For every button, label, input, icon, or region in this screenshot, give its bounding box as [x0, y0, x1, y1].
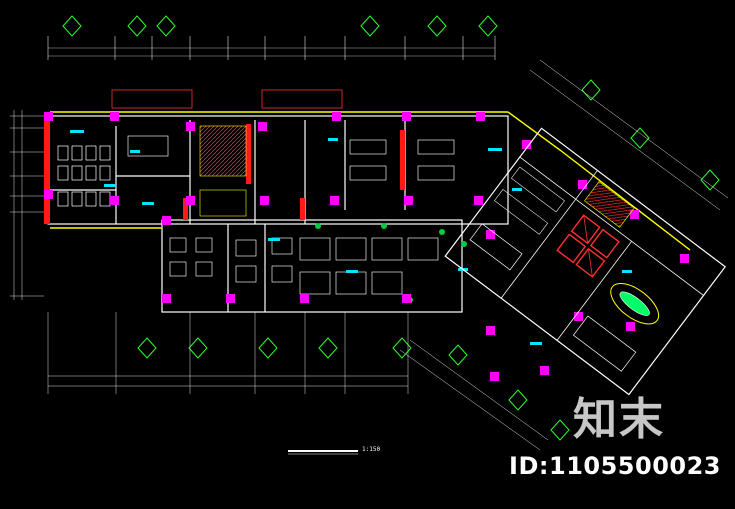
- right-wing: [444, 127, 727, 396]
- elevator-lobby: [199, 189, 247, 217]
- scale-bar: [288, 450, 358, 455]
- stairwell: [199, 125, 247, 177]
- plants: [315, 223, 467, 303]
- columns: [44, 112, 689, 381]
- left-axis: [10, 110, 44, 300]
- top-axis-markers: [62, 15, 498, 37]
- meeting-room-furniture: [57, 145, 111, 207]
- watermark-id: ID:1105500023: [509, 452, 721, 480]
- scale-label: 1:150: [362, 446, 381, 453]
- bottom-axis-lines: [47, 312, 409, 394]
- red-walls: [44, 89, 405, 224]
- top-axis-lines: [47, 36, 496, 60]
- watermark-brand: 知末: [573, 394, 665, 445]
- room-tags: [70, 130, 632, 345]
- left-wing-walls: [47, 115, 509, 313]
- right-axis-markers: [581, 79, 720, 191]
- right-dim-lines: [399, 59, 729, 451]
- workstations: [127, 135, 455, 295]
- yellow-facade: [50, 111, 691, 251]
